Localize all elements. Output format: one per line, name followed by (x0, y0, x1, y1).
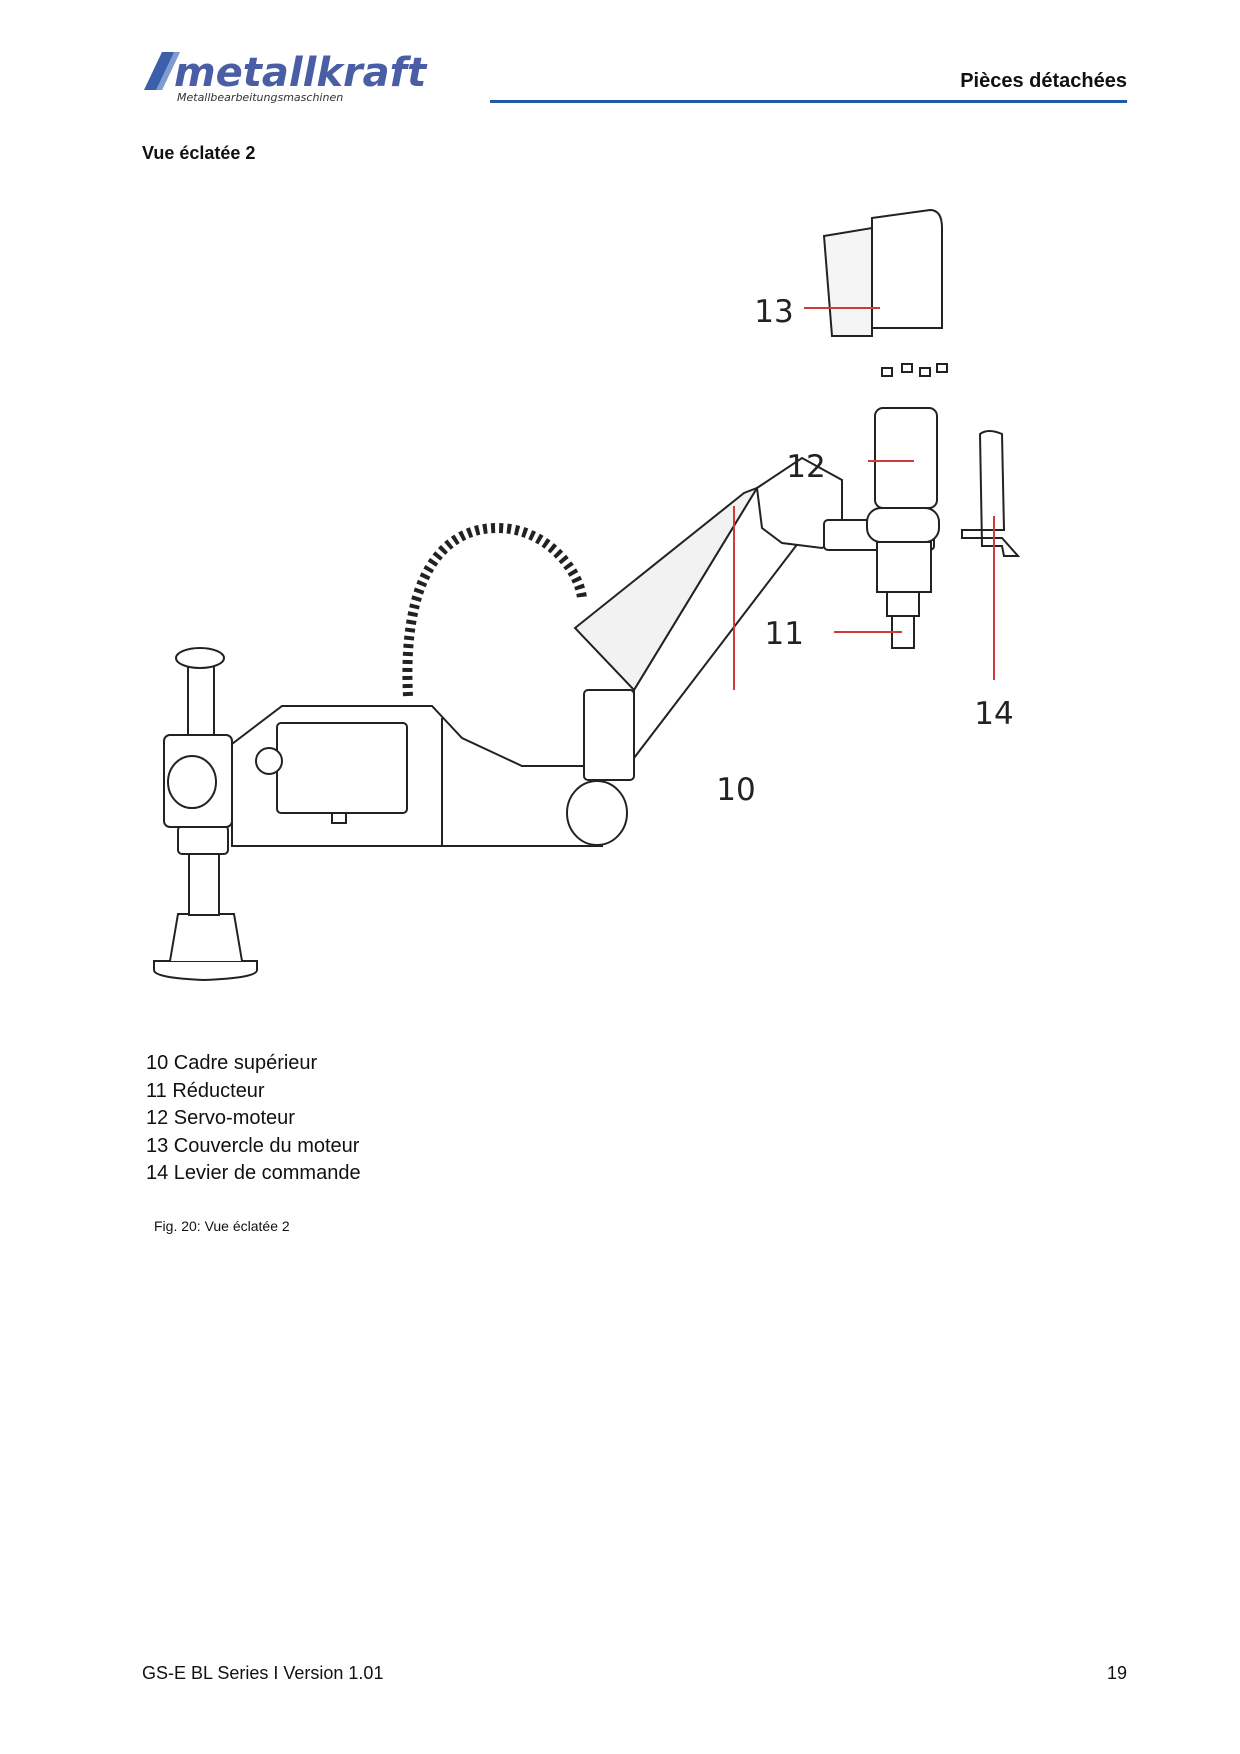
gearbox-top (866, 507, 940, 543)
logo-tagline: Metallbearbeitungsmaschinen (177, 91, 343, 104)
column (188, 852, 220, 916)
logo-wordmark: metallkraft (174, 50, 428, 96)
top-knob (175, 647, 225, 669)
callout-13: 13 (754, 294, 793, 330)
column-collar (177, 825, 229, 855)
top-post (187, 664, 215, 736)
exploded-view-figure: 10 11 12 13 14 (142, 198, 1132, 1008)
metallkraft-logo: metallkraft Metallbearbeitungsmaschinen (140, 46, 470, 106)
parts-list: 10 Cadre supérieur 11 Réducteur 12 Servo… (146, 1050, 361, 1188)
footer-document-id: GS-E BL Series I Version 1.01 (142, 1663, 384, 1683)
spiral-cable (402, 522, 587, 697)
list-item: 13 Couvercle du moteur (146, 1134, 360, 1157)
figure-caption: Fig. 20: Vue éclatée 2 (154, 1218, 290, 1234)
section-title: Pièces détachées (960, 70, 1127, 92)
gearbox-body (876, 541, 932, 593)
callout-14: 14 (974, 696, 1013, 732)
list-item: 10 Cadre supérieur (146, 1052, 318, 1074)
control-lever (961, 430, 1021, 557)
header-rule (490, 100, 1127, 103)
base-foot (153, 960, 258, 982)
gearbox-spindle (886, 591, 920, 617)
elbow-block (583, 689, 635, 781)
list-item: 12 Servo-moteur (146, 1107, 295, 1129)
joint-knob-left (167, 755, 217, 809)
leader-lines (733, 307, 995, 690)
base-cone (169, 913, 243, 962)
elbow-knob (566, 780, 628, 846)
motor-cover-bracket (822, 226, 873, 337)
exploded-view-drawing: 10 11 12 13 14 (153, 208, 1021, 982)
callout-11: 11 (765, 616, 804, 652)
callout-10: 10 (716, 772, 755, 808)
motor-cover (871, 208, 943, 329)
panel-latch (331, 812, 347, 824)
logo-graphic: metallkraft Metallbearbeitungsmaschinen (144, 50, 428, 104)
list-item: 11 Réducteur (146, 1079, 265, 1102)
callout-12: 12 (786, 449, 825, 485)
panel-knob (255, 747, 283, 775)
control-panel (276, 722, 408, 814)
page-heading: Vue éclatée 2 (142, 143, 256, 163)
callouts: 10 11 12 13 14 (716, 294, 1013, 808)
list-item: 14 Levier de commande (146, 1162, 361, 1184)
servo-motor (874, 407, 938, 509)
page-number: 19 (1106, 1663, 1127, 1683)
